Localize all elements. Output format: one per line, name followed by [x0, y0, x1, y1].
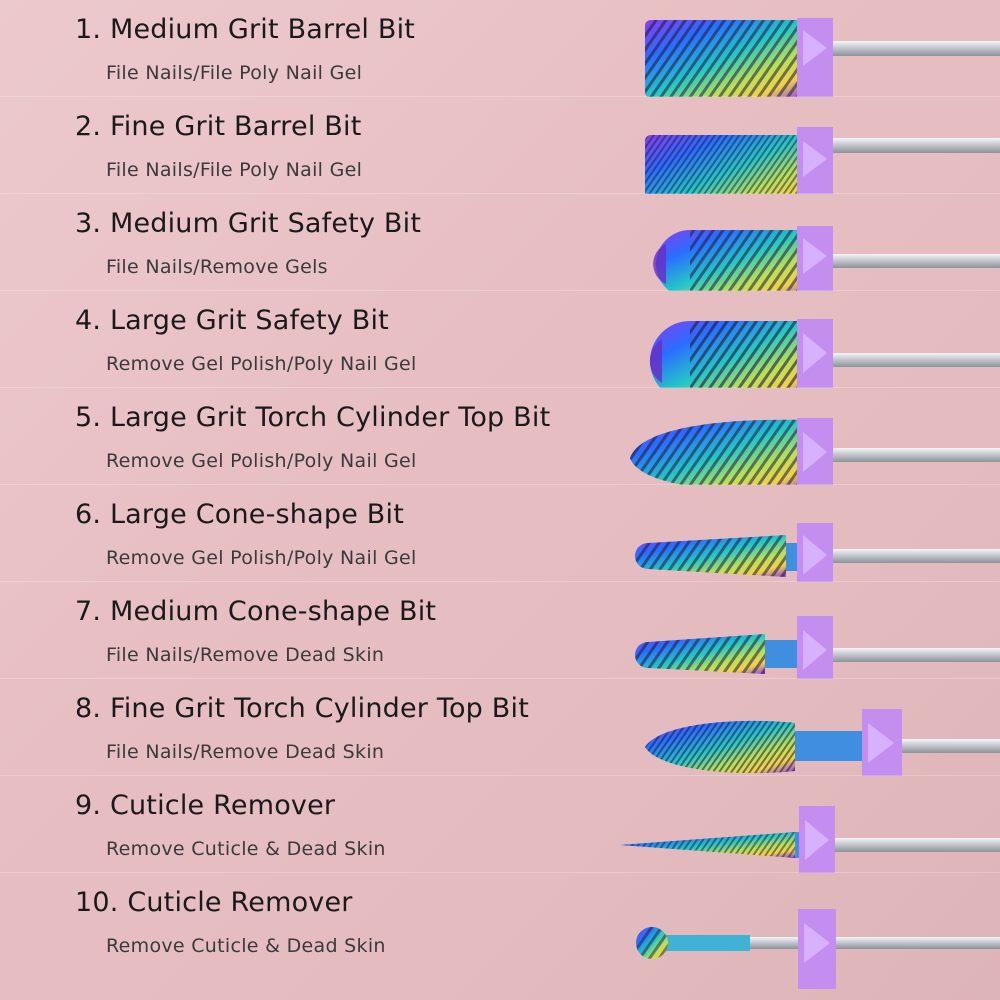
item-title: 9. Cuticle Remover [75, 790, 336, 821]
list-item: 4. Large Grit Safety Bit Remove Gel Poli… [0, 291, 1000, 388]
item-title: 3. Medium Grit Safety Bit [75, 208, 422, 239]
cone-bit-icon [600, 582, 1000, 679]
item-title: 7. Medium Cone-shape Bit [75, 596, 437, 627]
divider [0, 193, 1000, 194]
item-subtitle: Remove Cuticle & Dead Skin [106, 935, 386, 957]
divider [0, 96, 1000, 97]
item-subtitle: File Nails/Remove Dead Skin [106, 644, 385, 666]
item-subtitle: Remove Gel Polish/Poly Nail Gel [106, 353, 417, 375]
item-subtitle: Remove Gel Polish/Poly Nail Gel [106, 547, 417, 569]
item-subtitle: File Nails/File Poly Nail Gel [106, 159, 363, 181]
ball-bit-icon [600, 873, 1000, 1000]
item-subtitle: Remove Gel Polish/Poly Nail Gel [106, 450, 417, 472]
list-item: 8. Fine Grit Torch Cylinder Top Bit File… [0, 679, 1000, 776]
divider [0, 387, 1000, 388]
divider [0, 872, 1000, 873]
list-item: 7. Medium Cone-shape Bit File Nails/Remo… [0, 582, 1000, 679]
safety-bit-icon [600, 194, 1000, 291]
item-title: 1. Medium Grit Barrel Bit [75, 14, 416, 45]
item-title: 5. Large Grit Torch Cylinder Top Bit [75, 402, 551, 433]
needle-bit-icon [600, 776, 1000, 873]
list-item: 3. Medium Grit Safety Bit File Nails/Rem… [0, 194, 1000, 291]
divider [0, 678, 1000, 679]
cone-bit-icon [600, 485, 1000, 582]
barrel-bit-icon [600, 0, 1000, 97]
list-item: 9. Cuticle Remover Remove Cuticle & Dead… [0, 776, 1000, 873]
list-item: 5. Large Grit Torch Cylinder Top Bit Rem… [0, 388, 1000, 485]
item-title: 2. Fine Grit Barrel Bit [75, 111, 362, 142]
item-title: 10. Cuticle Remover [75, 887, 353, 918]
torch-bit-icon [600, 388, 1000, 485]
item-subtitle: File Nails/Remove Dead Skin [106, 741, 385, 763]
safety-bit-icon [600, 291, 1000, 388]
item-title: 6. Large Cone-shape Bit [75, 499, 404, 530]
divider [0, 775, 1000, 776]
item-subtitle: File Nails/File Poly Nail Gel [106, 62, 363, 84]
list-item: 6. Large Cone-shape Bit Remove Gel Polis… [0, 485, 1000, 582]
divider [0, 484, 1000, 485]
barrel-bit-icon [600, 97, 1000, 194]
divider [0, 581, 1000, 582]
list-item: 2. Fine Grit Barrel Bit File Nails/File … [0, 97, 1000, 194]
list-item: 1. Medium Grit Barrel Bit File Nails/Fil… [0, 0, 1000, 97]
torch-bit-icon [600, 679, 1000, 776]
item-title: 4. Large Grit Safety Bit [75, 305, 389, 336]
list-item: 10. Cuticle Remover Remove Cuticle & Dea… [0, 873, 1000, 1000]
item-title: 8. Fine Grit Torch Cylinder Top Bit [75, 693, 530, 724]
divider [0, 290, 1000, 291]
item-subtitle: Remove Cuticle & Dead Skin [106, 838, 386, 860]
item-subtitle: File Nails/Remove Gels [106, 256, 328, 278]
